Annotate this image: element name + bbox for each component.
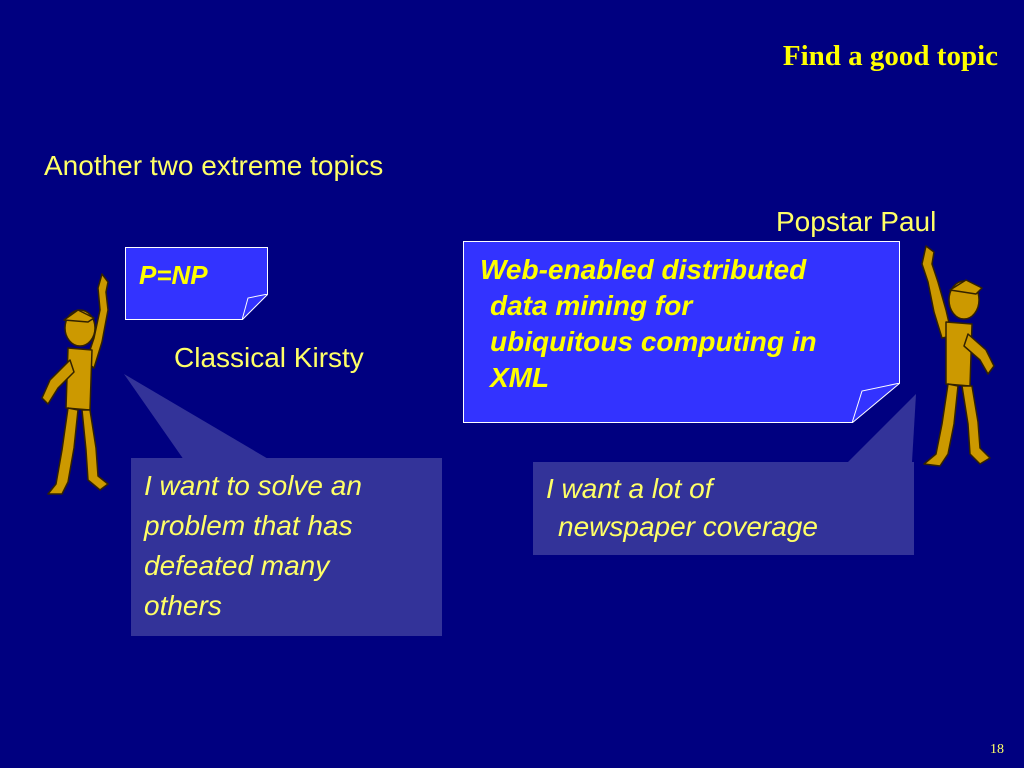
paul-topic-line-4: XML xyxy=(490,362,550,393)
kirsty-quote-line-2: problem that has xyxy=(144,510,353,541)
kirsty-topic-note: P=NP xyxy=(125,247,268,320)
kirsty-topic-text: P=NP xyxy=(139,260,208,290)
note-fold-icon xyxy=(242,294,268,320)
paul-bubble-tail xyxy=(848,394,916,462)
paul-quote-line-1: I want a lot of xyxy=(546,473,713,504)
popstar-paul-label: Popstar Paul xyxy=(776,206,937,237)
kirsty-bubble-tail xyxy=(124,374,270,460)
classical-kirsty-label: Classical Kirsty xyxy=(174,342,364,373)
kirsty-quote-line-1: I want to solve an xyxy=(144,470,362,501)
stick-figure-right-icon xyxy=(921,245,995,467)
paul-quote-line-2: newspaper coverage xyxy=(558,511,818,542)
note-fold-icon xyxy=(852,383,900,423)
paul-topic-note: Web-enabled distributed data mining for … xyxy=(463,241,900,423)
stick-figure-left-icon xyxy=(41,273,109,495)
slide-subtitle: Another two extreme topics xyxy=(44,150,384,181)
slide-title: Find a good topic xyxy=(782,40,998,72)
page-number: 18 xyxy=(990,742,1004,757)
paul-topic-line-2: data mining for xyxy=(490,290,693,321)
paul-speech-bubble: I want a lot of newspaper coverage xyxy=(533,462,914,555)
paul-topic-line-1: Web-enabled distributed xyxy=(480,254,807,285)
kirsty-quote-line-3: defeated many xyxy=(144,550,330,581)
paul-topic-line-3: ubiquitous computing in xyxy=(490,326,817,357)
kirsty-quote-line-4: others xyxy=(144,590,222,621)
kirsty-speech-bubble: I want to solve an problem that has defe… xyxy=(131,458,442,636)
